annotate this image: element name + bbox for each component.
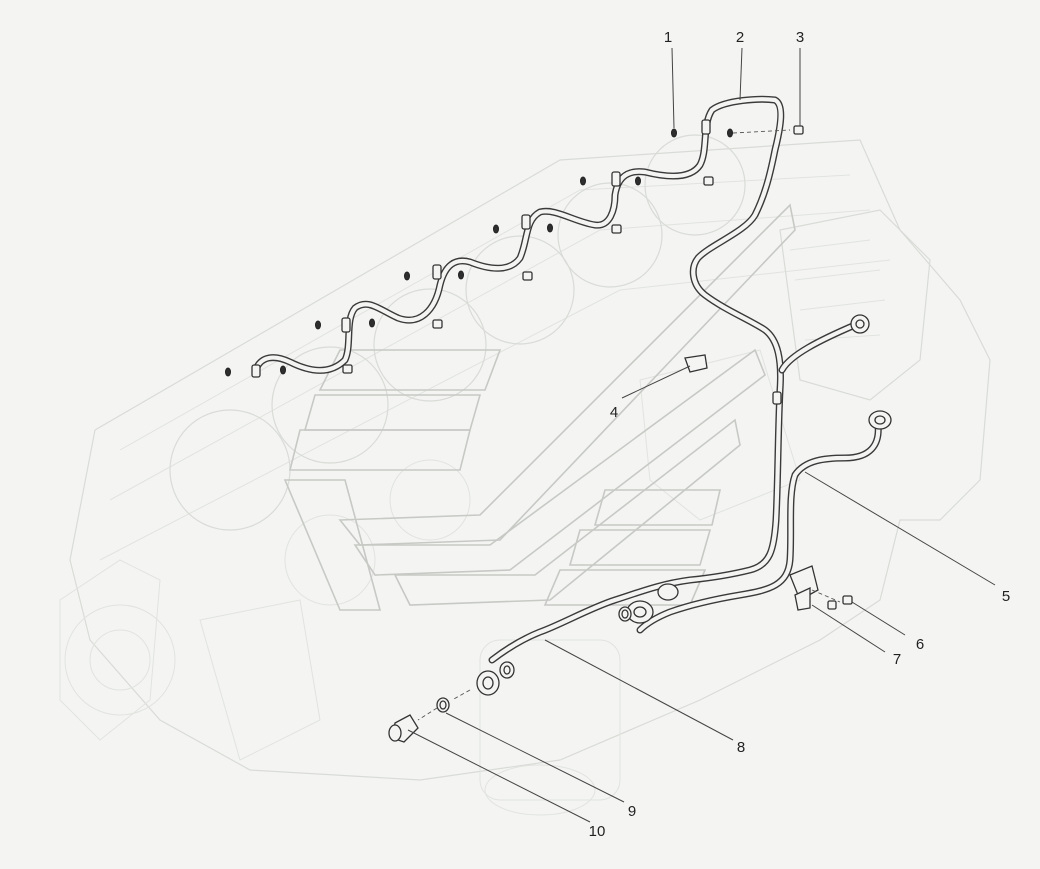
fuel-pipe-branch [778, 314, 870, 374]
pipe-clip [684, 354, 782, 405]
callout-2: 2 [736, 29, 744, 46]
banjo-fittings [225, 119, 804, 378]
lower-fittings [388, 606, 632, 743]
callout-6: 6 [916, 636, 924, 653]
callout-4: 4 [610, 404, 618, 421]
engine-block-ghost [59, 134, 991, 816]
callout-5: 5 [1002, 588, 1010, 605]
watermark-logo [283, 203, 796, 611]
callout-1: 1 [664, 29, 672, 46]
leader-lines [407, 47, 996, 823]
callout-labels: 1 2 3 4 5 6 7 8 9 10 [589, 29, 1011, 840]
fuel-feed-pipe [626, 410, 892, 634]
callout-9: 9 [628, 803, 636, 820]
callout-3: 3 [796, 29, 804, 46]
callout-7: 7 [893, 651, 901, 668]
callout-8: 8 [737, 739, 745, 756]
callout-10: 10 [589, 823, 606, 840]
bracket-assembly [789, 565, 853, 611]
fuel-return-pipe-upper [251, 95, 785, 664]
